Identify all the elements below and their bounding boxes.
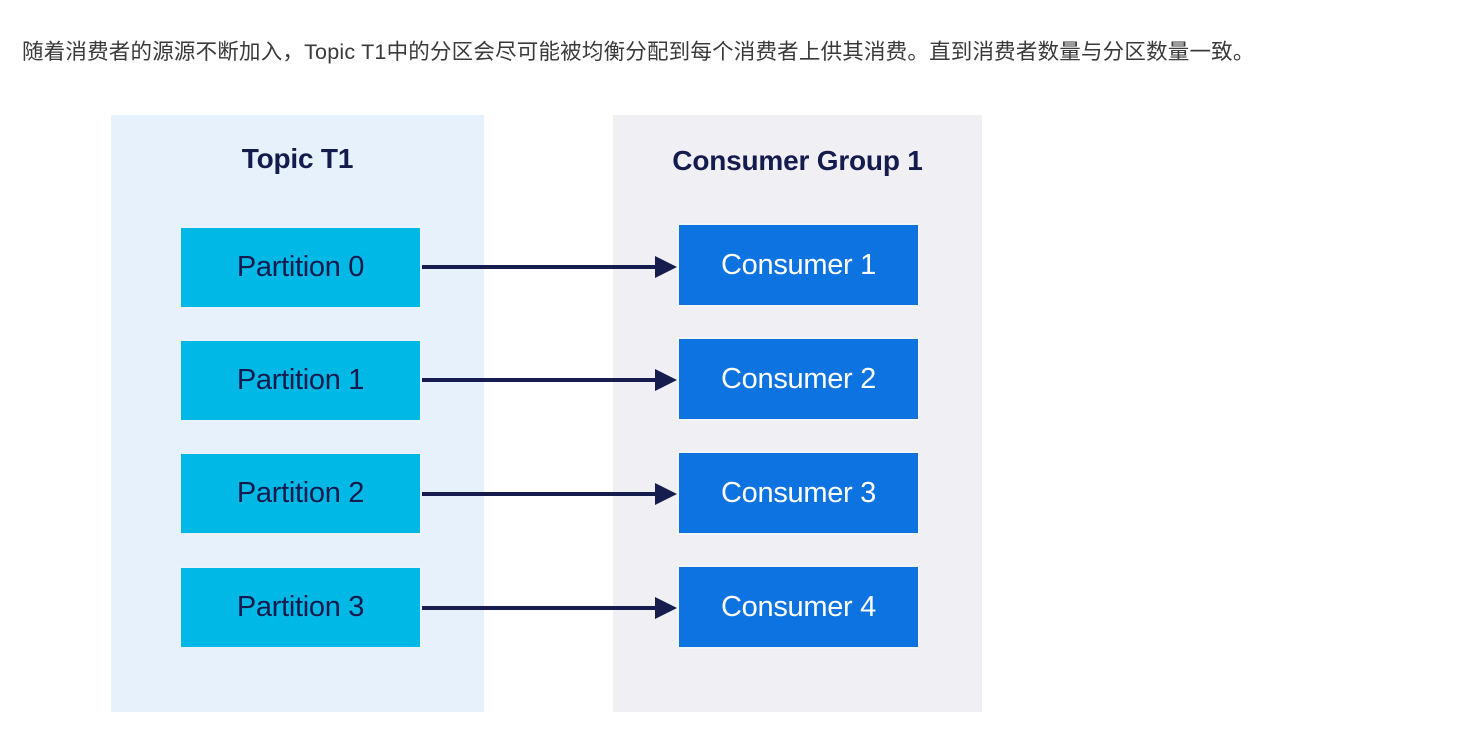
arrow-head-partition1-consumer2 — [655, 369, 677, 391]
caption-text: 随着消费者的源源不断加入，Topic T1中的分区会尽可能被均衡分配到每个消费者… — [22, 40, 1255, 64]
arrow-line-partition2-consumer3 — [422, 492, 665, 496]
partition-box-3[interactable]: Partition 3 — [179, 566, 422, 649]
arrow-line-partition3-consumer4 — [422, 606, 665, 610]
partition-box-0[interactable]: Partition 0 — [179, 226, 422, 309]
arrow-line-partition1-consumer2 — [422, 378, 665, 382]
arrow-line-partition0-consumer1 — [422, 265, 665, 269]
consumer-box-3[interactable]: Consumer 3 — [677, 451, 920, 535]
consumer-group-panel-title: Consumer Group 1 — [672, 145, 923, 176]
partition-box-2[interactable]: Partition 2 — [179, 452, 422, 535]
arrow-head-partition3-consumer4 — [655, 597, 677, 619]
consumer-box-1[interactable]: Consumer 1 — [677, 223, 920, 307]
arrow-head-partition2-consumer3 — [655, 483, 677, 505]
consumer-box-4[interactable]: Consumer 4 — [677, 565, 920, 649]
topic-panel-title: Topic T1 — [241, 143, 354, 174]
arrow-head-partition0-consumer1 — [655, 256, 677, 278]
consumer-box-2[interactable]: Consumer 2 — [677, 337, 920, 421]
partition-box-1[interactable]: Partition 1 — [179, 339, 422, 422]
